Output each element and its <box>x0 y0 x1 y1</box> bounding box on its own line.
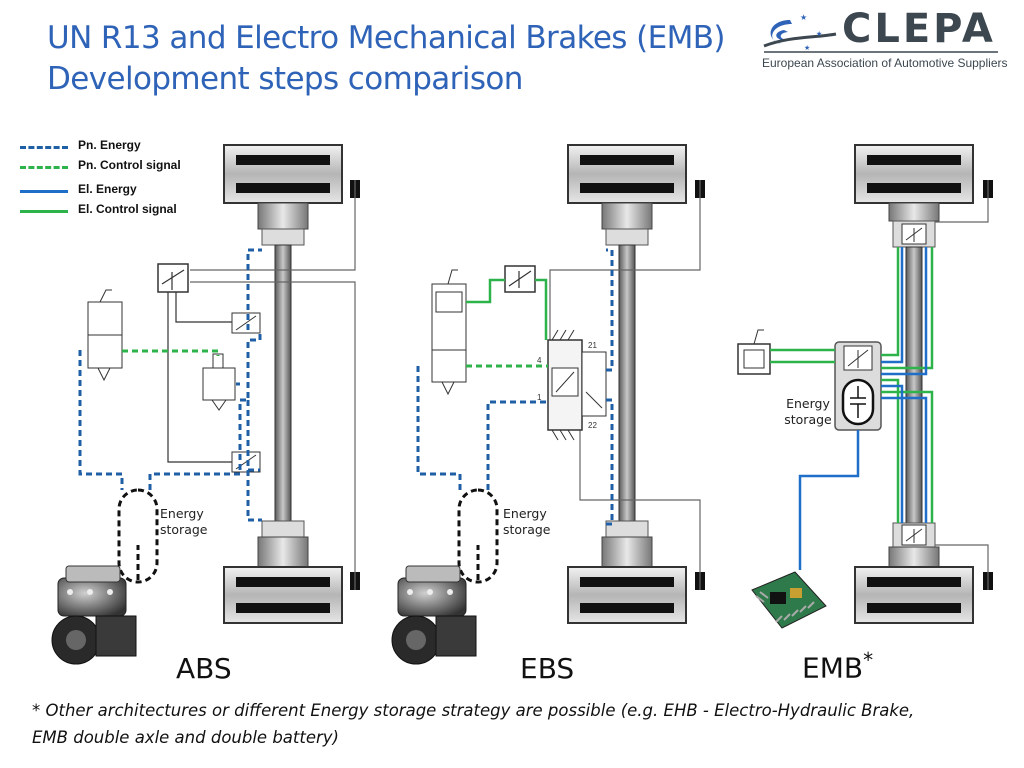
abs-relay-valve <box>202 367 236 401</box>
clepa-logo-subtitle: European Association of Automotive Suppl… <box>762 56 1008 70</box>
slide-title: UN R13 and Electro Mechanical Brakes (EM… <box>47 18 767 100</box>
dashed-green-line-icon <box>20 166 68 169</box>
emb-label-text: EMB <box>802 651 864 685</box>
emb-energy-storage-label: Energy storage <box>784 396 832 427</box>
ebs-port-4: 4 <box>537 356 542 365</box>
ebs-bottom-wheel <box>567 520 705 624</box>
clepa-logo-icon: ★ ★ ★ <box>763 13 998 53</box>
svg-text:★: ★ <box>816 30 822 38</box>
dashed-blue-line-icon <box>20 146 68 149</box>
abs-shaft <box>274 244 292 522</box>
svg-text:★: ★ <box>800 13 807 22</box>
ebs-port-1: 1 <box>537 393 542 402</box>
title-line-1: UN R13 and Electro Mechanical Brakes (EM… <box>47 20 726 56</box>
footnote-line-2: EMB double axle and double battery) <box>32 728 339 747</box>
ebs-label: EBS <box>520 652 575 685</box>
ebs-axle: 21 22 4 1 <box>391 144 705 665</box>
abs-energy-storage-label: Energy storage <box>160 506 208 537</box>
abs-compressor-icon <box>51 565 137 665</box>
abs-ecu <box>157 263 189 293</box>
footnote: * Other architectures or different Energ… <box>32 697 1012 751</box>
title-line-2: Development steps comparison <box>47 61 523 97</box>
emb-label: EMB* <box>802 648 873 684</box>
solid-blue-line-icon <box>20 190 68 193</box>
legend-label: Pn. Control signal <box>78 158 181 172</box>
emb-shaft <box>905 246 923 524</box>
abs-top-wheel <box>223 144 360 246</box>
legend-label: El. Energy <box>78 182 137 196</box>
ebs-port-21: 21 <box>588 341 597 350</box>
clepa-logo-text: CLEPA <box>842 6 996 52</box>
svg-text:★: ★ <box>804 44 810 52</box>
abs-energy-storage <box>117 488 159 584</box>
legend-item-el-control: El. Control signal <box>20 202 220 222</box>
legend-label: El. Control signal <box>78 202 177 216</box>
legend-item-pn-control: Pn. Control signal <box>20 158 220 178</box>
abs-label: ABS <box>176 652 232 685</box>
emb-top-wheel <box>854 144 993 248</box>
solid-green-line-icon <box>20 210 68 213</box>
abs-bottom-wheel <box>223 520 360 624</box>
ebs-energy-storage <box>457 488 499 584</box>
footnote-line-1: * Other architectures or different Energ… <box>32 701 915 720</box>
ebs-energy-storage-label: Energy storage <box>503 506 551 537</box>
emb-electronic-module-icon <box>751 571 827 629</box>
emb-bottom-wheel <box>854 522 993 624</box>
legend-item-el-energy: El. Energy <box>20 182 220 202</box>
abs-axle <box>51 144 360 665</box>
emb-asterisk: * <box>863 648 874 672</box>
ebs-compressor-icon <box>391 565 477 665</box>
legend-label: Pn. Energy <box>78 138 141 152</box>
ebs-top-wheel <box>567 144 705 246</box>
ebs-shaft <box>618 244 636 522</box>
ebs-port-22: 22 <box>588 421 597 430</box>
legend-item-pn-energy: Pn. Energy <box>20 138 220 158</box>
emb-axle <box>737 144 993 629</box>
